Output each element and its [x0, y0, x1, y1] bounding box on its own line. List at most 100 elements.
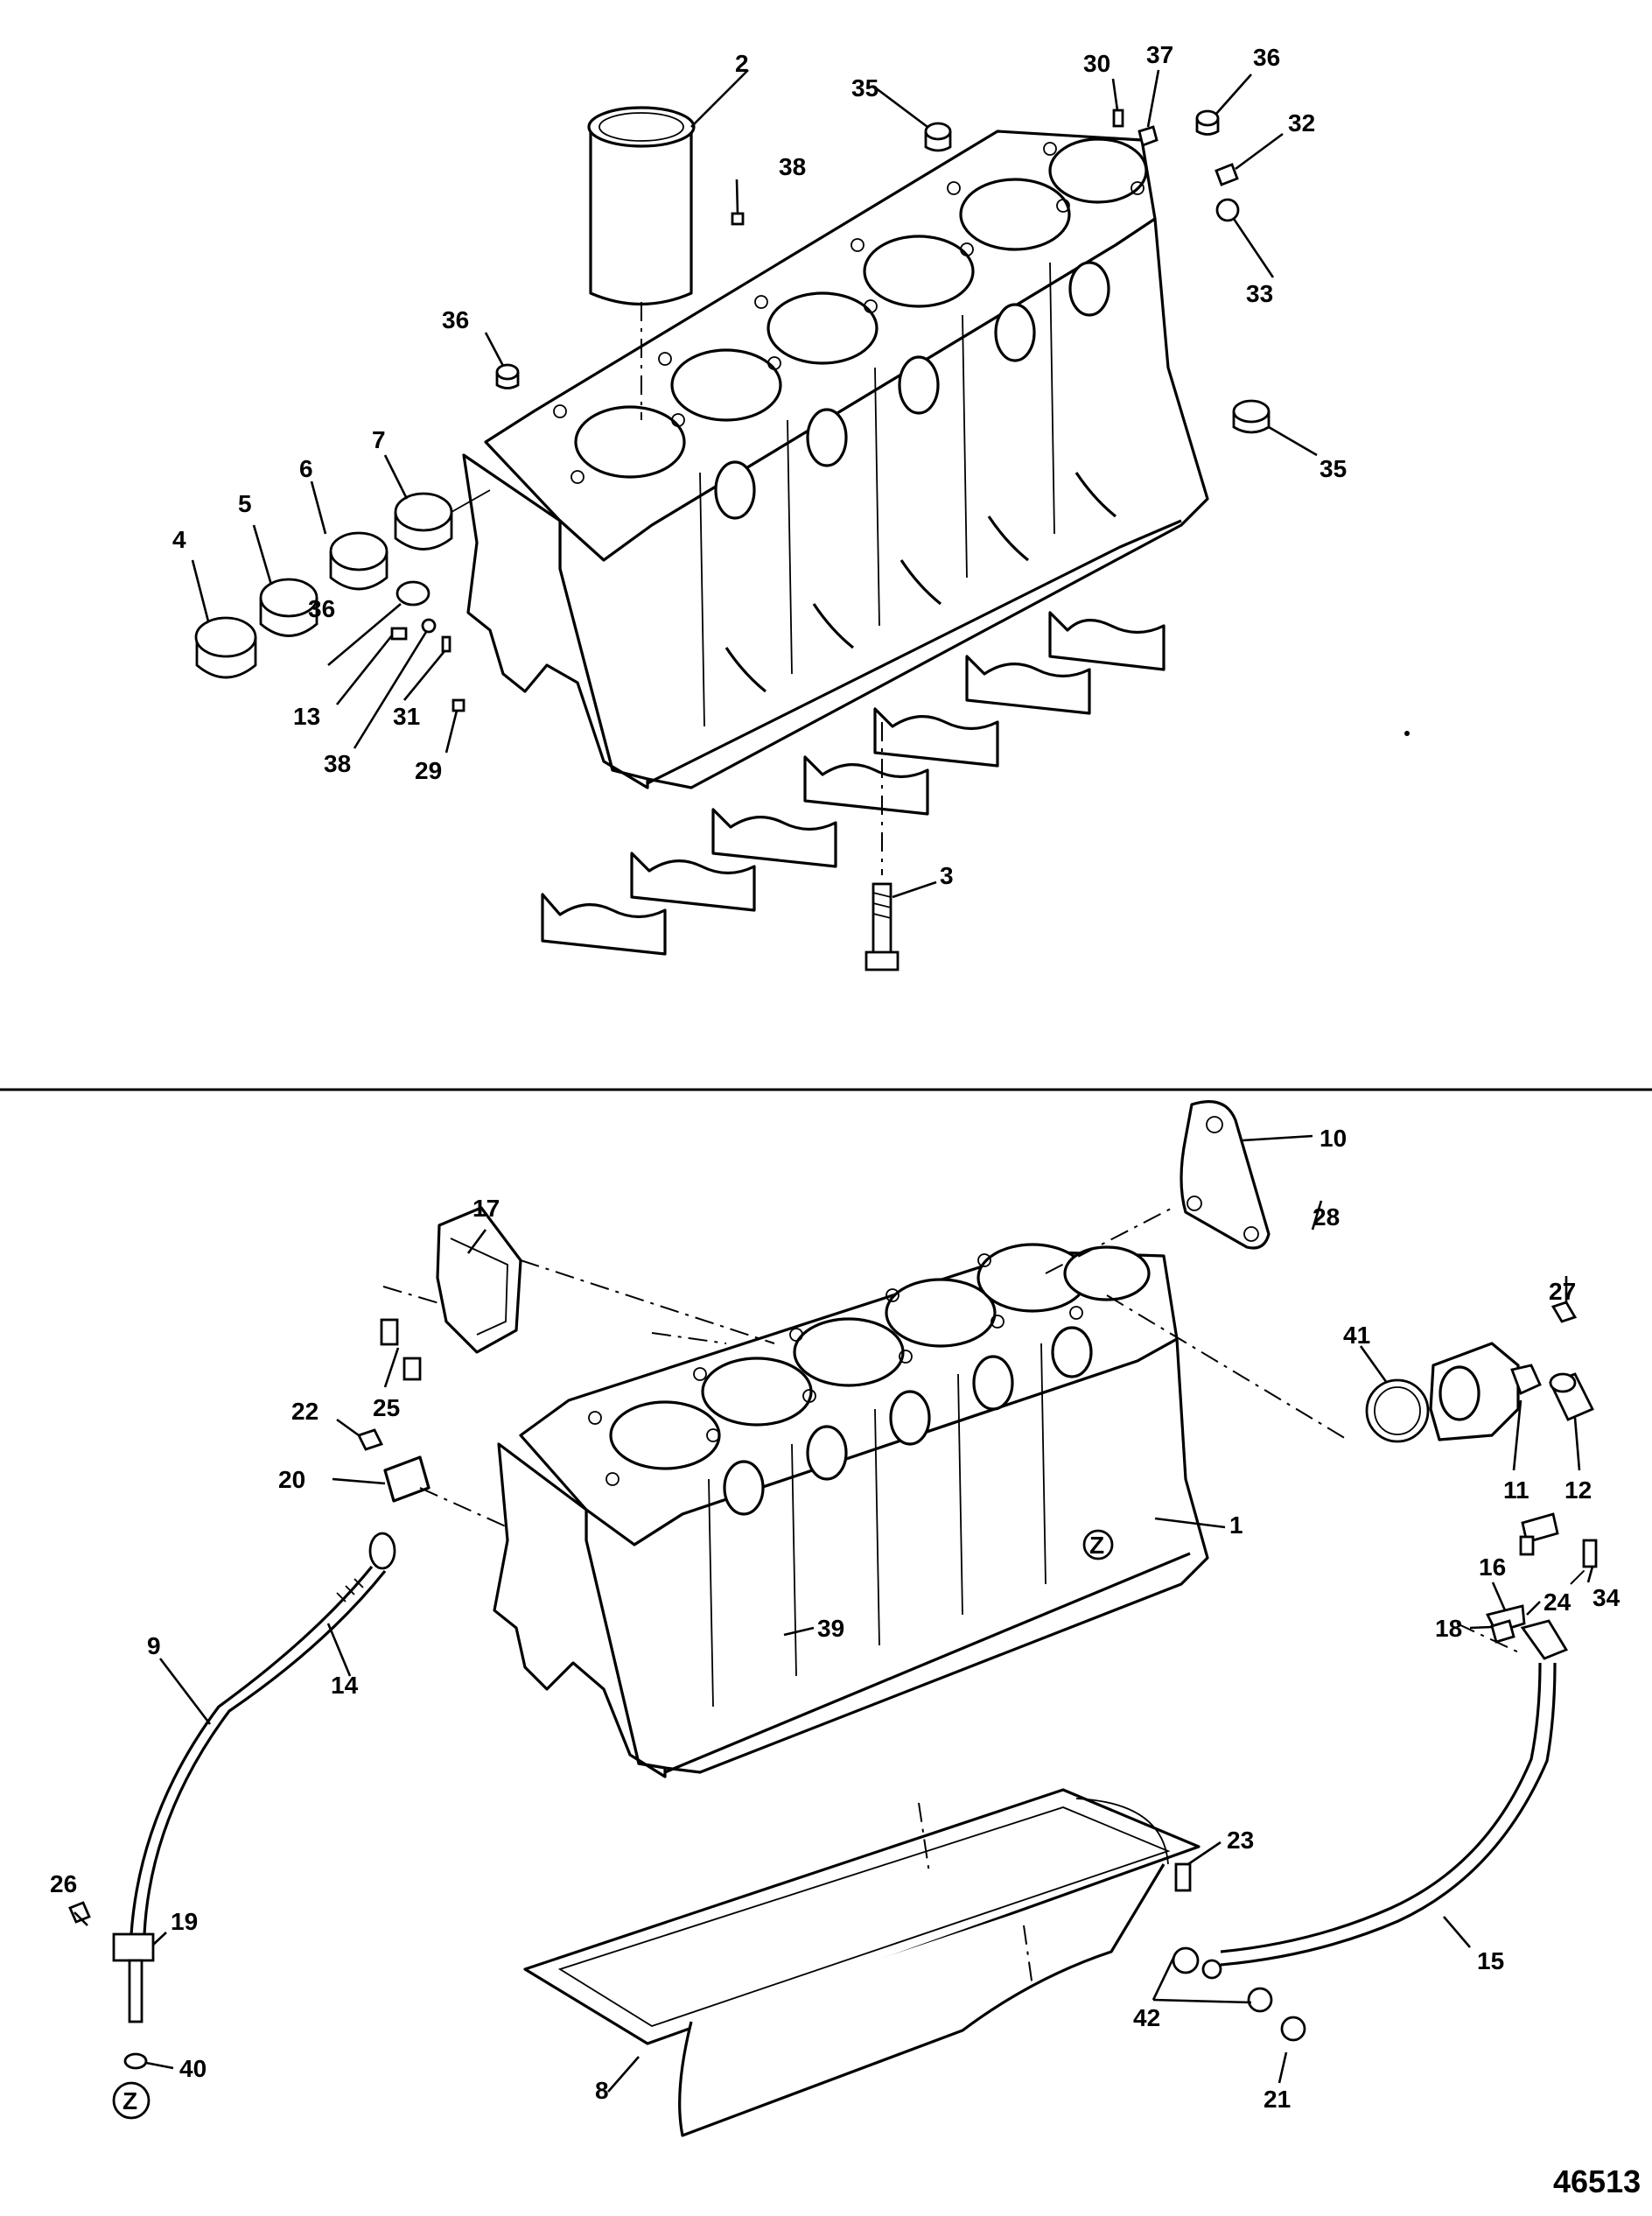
callout-1: 1 [1229, 1511, 1243, 1539]
plug-21 [1280, 2016, 1306, 2042]
callout-36-left: 36 [442, 306, 469, 333]
callout-26: 26 [50, 1870, 77, 1897]
dipstick-group: Z [68, 1532, 396, 2120]
upper-leader-lines [191, 69, 1318, 899]
callout-32: 32 [1288, 109, 1315, 137]
dipstick-handle [368, 1532, 396, 1570]
callout-5: 5 [238, 490, 252, 517]
pin-31 [441, 635, 452, 653]
main-cap-1 [541, 893, 667, 956]
rear-bracket [1180, 1100, 1270, 1250]
callout-18: 18 [1435, 1615, 1462, 1642]
upper-head-bolt-holes [553, 142, 1144, 484]
housing-group [1365, 1301, 1594, 1443]
washer-42b [1247, 1987, 1273, 2013]
main-cap-3 [711, 808, 837, 868]
bore-6 [1048, 137, 1148, 204]
z-marker-block [1082, 1529, 1114, 1560]
callout-2: 2 [735, 50, 749, 77]
callout-13: 13 [293, 703, 320, 730]
washer-42a [1172, 1946, 1200, 1974]
callout-34: 34 [1592, 1584, 1620, 1611]
drawing-number: 46513 [1553, 2163, 1641, 2199]
main-cap-2 [630, 852, 756, 912]
z-marker-dipstick-label: Z [122, 2087, 137, 2114]
callout-11: 11 [1503, 1476, 1530, 1504]
lower-side-ribs [708, 1343, 1046, 1708]
lower-cylinder-bores [609, 1243, 1151, 1470]
plug-37 [1138, 125, 1158, 147]
side-cover [380, 1206, 522, 1381]
plug-29 [452, 698, 466, 712]
callout-36-front: 36 [308, 595, 335, 622]
oil-line-group [1172, 1512, 1598, 2042]
callout-6: 6 [299, 455, 313, 482]
callout-20: 20 [278, 1466, 305, 1493]
cylinder-liner [587, 106, 696, 420]
callout-10: 10 [1320, 1125, 1347, 1152]
plug-36-front [396, 580, 430, 607]
lower-pan-rail [664, 1552, 1191, 1774]
cam-bearing-7 [394, 492, 453, 550]
z-marker-block-label: Z [1089, 1532, 1104, 1559]
callout-40: 40 [179, 2055, 206, 2082]
upper-plugs [390, 109, 1270, 712]
callout-19: 19 [171, 1908, 198, 1935]
plug-38-front [421, 618, 437, 634]
upper-crank-webs [724, 472, 1116, 693]
bolt-25b [402, 1357, 422, 1381]
main-cap-bolt [864, 882, 900, 971]
bore-1 [574, 405, 686, 479]
bolt-27 [1550, 1301, 1578, 1323]
upper-callouts: 2 3 4 5 6 7 13 29 30 31 32 33 35 35 36 3… [172, 41, 1347, 889]
z-marker-dipstick [112, 2081, 150, 2120]
callout-7: 7 [372, 426, 386, 453]
callout-23: 23 [1227, 1827, 1254, 1854]
fitting-32 [1214, 163, 1239, 186]
bolt-25a [380, 1318, 399, 1346]
cam-bearing-5 [259, 578, 318, 637]
callout-36-top: 36 [1253, 44, 1280, 71]
bolt-34 [1582, 1539, 1598, 1568]
upper-side-plug-bosses [714, 261, 1110, 520]
lower-head-bolt-holes [588, 1253, 1083, 1486]
bore-3 [766, 291, 878, 365]
main-cap-7 [1048, 611, 1166, 671]
gasket-41 [1365, 1378, 1430, 1443]
callout-22: 22 [291, 1398, 318, 1425]
oil-pan [523, 1788, 1200, 2137]
callout-14: 14 [331, 1672, 359, 1699]
callout-8: 8 [595, 2077, 609, 2104]
callout-37: 37 [1146, 41, 1173, 68]
callout-39: 39 [817, 1615, 844, 1642]
lower-block-assembly: Z [493, 1243, 1209, 1778]
callout-3: 3 [940, 862, 954, 889]
callout-24: 24 [1544, 1588, 1572, 1616]
callout-21: 21 [1264, 2086, 1291, 2113]
callout-28: 28 [1312, 1203, 1340, 1231]
callout-9: 9 [147, 1632, 161, 1659]
cam-bearing-4 [194, 616, 257, 679]
callout-42: 42 [1133, 2004, 1160, 2031]
lower-callouts: 1 8 9 10 11 12 14 15 16 17 18 19 20 21 2… [50, 1125, 1620, 2113]
bolt-24 [1519, 1535, 1535, 1556]
callout-30: 30 [1083, 50, 1110, 77]
cam-axis-line [451, 489, 491, 513]
callout-4: 4 [172, 526, 186, 553]
callout-41: 41 [1343, 1322, 1370, 1349]
fitting-18 [1520, 1619, 1569, 1660]
callout-38-front: 38 [324, 750, 351, 777]
speck [1404, 731, 1410, 736]
pin-30 [1112, 109, 1124, 128]
plate-20-group [357, 1428, 430, 1503]
upper-side-ribs [699, 262, 1055, 727]
main-cap-6 [965, 655, 1091, 715]
main-cap-4 [803, 755, 929, 816]
upper-cylinder-bores [574, 137, 1148, 479]
dipstick-tip [128, 1959, 144, 2023]
callout-16: 16 [1479, 1553, 1506, 1581]
cam-bearing-6 [329, 531, 388, 591]
lower-side-plug-bosses [723, 1326, 1093, 1516]
